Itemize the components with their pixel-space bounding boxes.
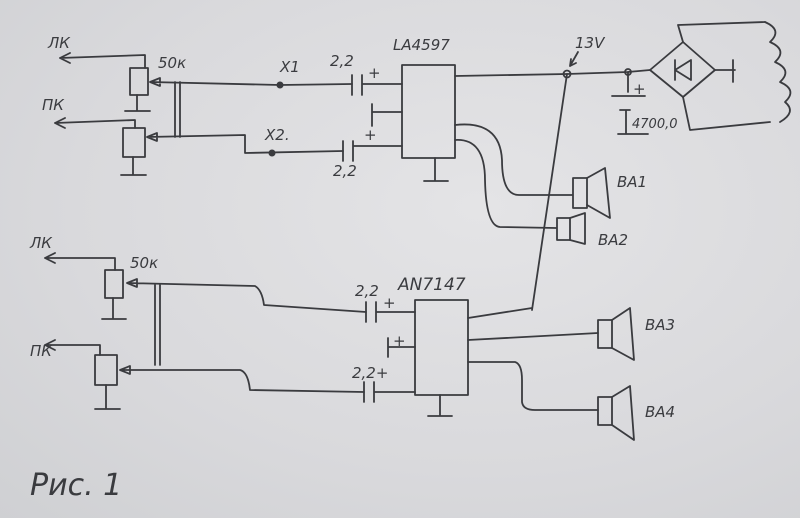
bridge-terminal <box>714 59 736 83</box>
label-x1: X1 <box>279 58 300 76</box>
diode-icon <box>674 59 692 81</box>
transformer-coil <box>764 21 792 123</box>
label-cap-c4: 2,2+ <box>352 364 388 382</box>
label-left-channel-top: ЛК <box>47 34 71 52</box>
label-la4597: LA4597 <box>393 36 450 54</box>
ground-icon <box>101 297 127 320</box>
label-cap-c2: 2,2 <box>333 162 357 180</box>
label-left-channel-bottom: ЛК <box>29 234 53 252</box>
label-right-channel-top: ПК <box>42 96 65 114</box>
label-ba3: BA3 <box>645 316 675 334</box>
potentiometer-top-left <box>129 67 149 96</box>
label-cap-c3: 2,2 <box>355 282 379 300</box>
label-ba2: BA2 <box>598 231 628 249</box>
label-plus-c3: + <box>383 294 396 312</box>
wire-ba2 <box>454 139 557 229</box>
ic-an7147 <box>414 299 469 396</box>
potentiometer-bottom-left <box>104 269 124 299</box>
ic-ground-stub <box>387 337 416 358</box>
label-plus-an7147: + <box>393 332 406 350</box>
supply-rail <box>454 69 651 77</box>
wire-x2 <box>146 132 344 154</box>
label-plus-4700: + <box>633 80 646 98</box>
label-x2: X2. <box>264 126 290 144</box>
wire-in-bottom-1 <box>126 278 367 313</box>
ground-icon <box>124 94 151 112</box>
figure-caption: Рис. 1 <box>30 468 122 503</box>
shielded-cable <box>174 81 181 138</box>
bottom-input-right-channel <box>44 339 121 410</box>
label-right-channel-bottom: ПК <box>30 342 53 360</box>
label-ba4: BA4 <box>645 403 675 421</box>
label-pot-bottom: 50к <box>130 254 158 272</box>
label-cap-c1: 2,2 <box>330 52 354 70</box>
label-ba1: BA1 <box>617 173 647 191</box>
top-input-left-channel <box>59 52 151 112</box>
label-4700: 4700,0 <box>632 117 678 132</box>
ground-icon <box>427 394 453 417</box>
transformer-leads <box>677 21 771 131</box>
wire-ba4 <box>467 361 599 411</box>
top-input-right-channel <box>54 117 147 176</box>
ground-icon <box>94 384 121 410</box>
wire-ba3 <box>467 332 599 341</box>
capacitor-c2 <box>342 140 403 162</box>
bottom-input-left-channel <box>44 252 127 320</box>
speaker-ba4-icon <box>597 385 635 441</box>
ground-icon <box>120 156 147 176</box>
terminal-x2 <box>268 149 276 157</box>
label-pot-top: 50к <box>158 54 186 72</box>
terminal-x1 <box>276 81 284 89</box>
speaker-ba3-icon <box>597 307 635 361</box>
capacitor-c1 <box>351 74 403 96</box>
arrow-13v <box>569 51 579 67</box>
bridge-rectifier <box>649 41 716 98</box>
supply-vertical <box>531 73 568 311</box>
ic-la4597 <box>401 64 456 159</box>
ic-ground-stub <box>371 103 403 127</box>
capacitor-4700 <box>611 71 649 135</box>
wire-in-bottom-2 <box>119 365 365 393</box>
potentiometer-top-right <box>122 127 146 158</box>
label-13v: 13V <box>575 34 606 52</box>
capacitor-c4 <box>363 381 416 403</box>
speaker-ba1-icon <box>572 167 611 219</box>
label-plus-c2: + <box>364 126 377 144</box>
potentiometer-bottom-right <box>94 354 118 386</box>
wire-ba1 <box>454 123 573 196</box>
label-an7147: AN7147 <box>397 275 466 295</box>
label-plus-c1: + <box>368 64 381 82</box>
wire-supply-an7147 <box>467 307 533 319</box>
speaker-ba2-icon <box>556 212 586 245</box>
capacitor-c3 <box>365 301 416 323</box>
ground-icon <box>423 157 449 182</box>
shielded-cable <box>154 284 161 366</box>
